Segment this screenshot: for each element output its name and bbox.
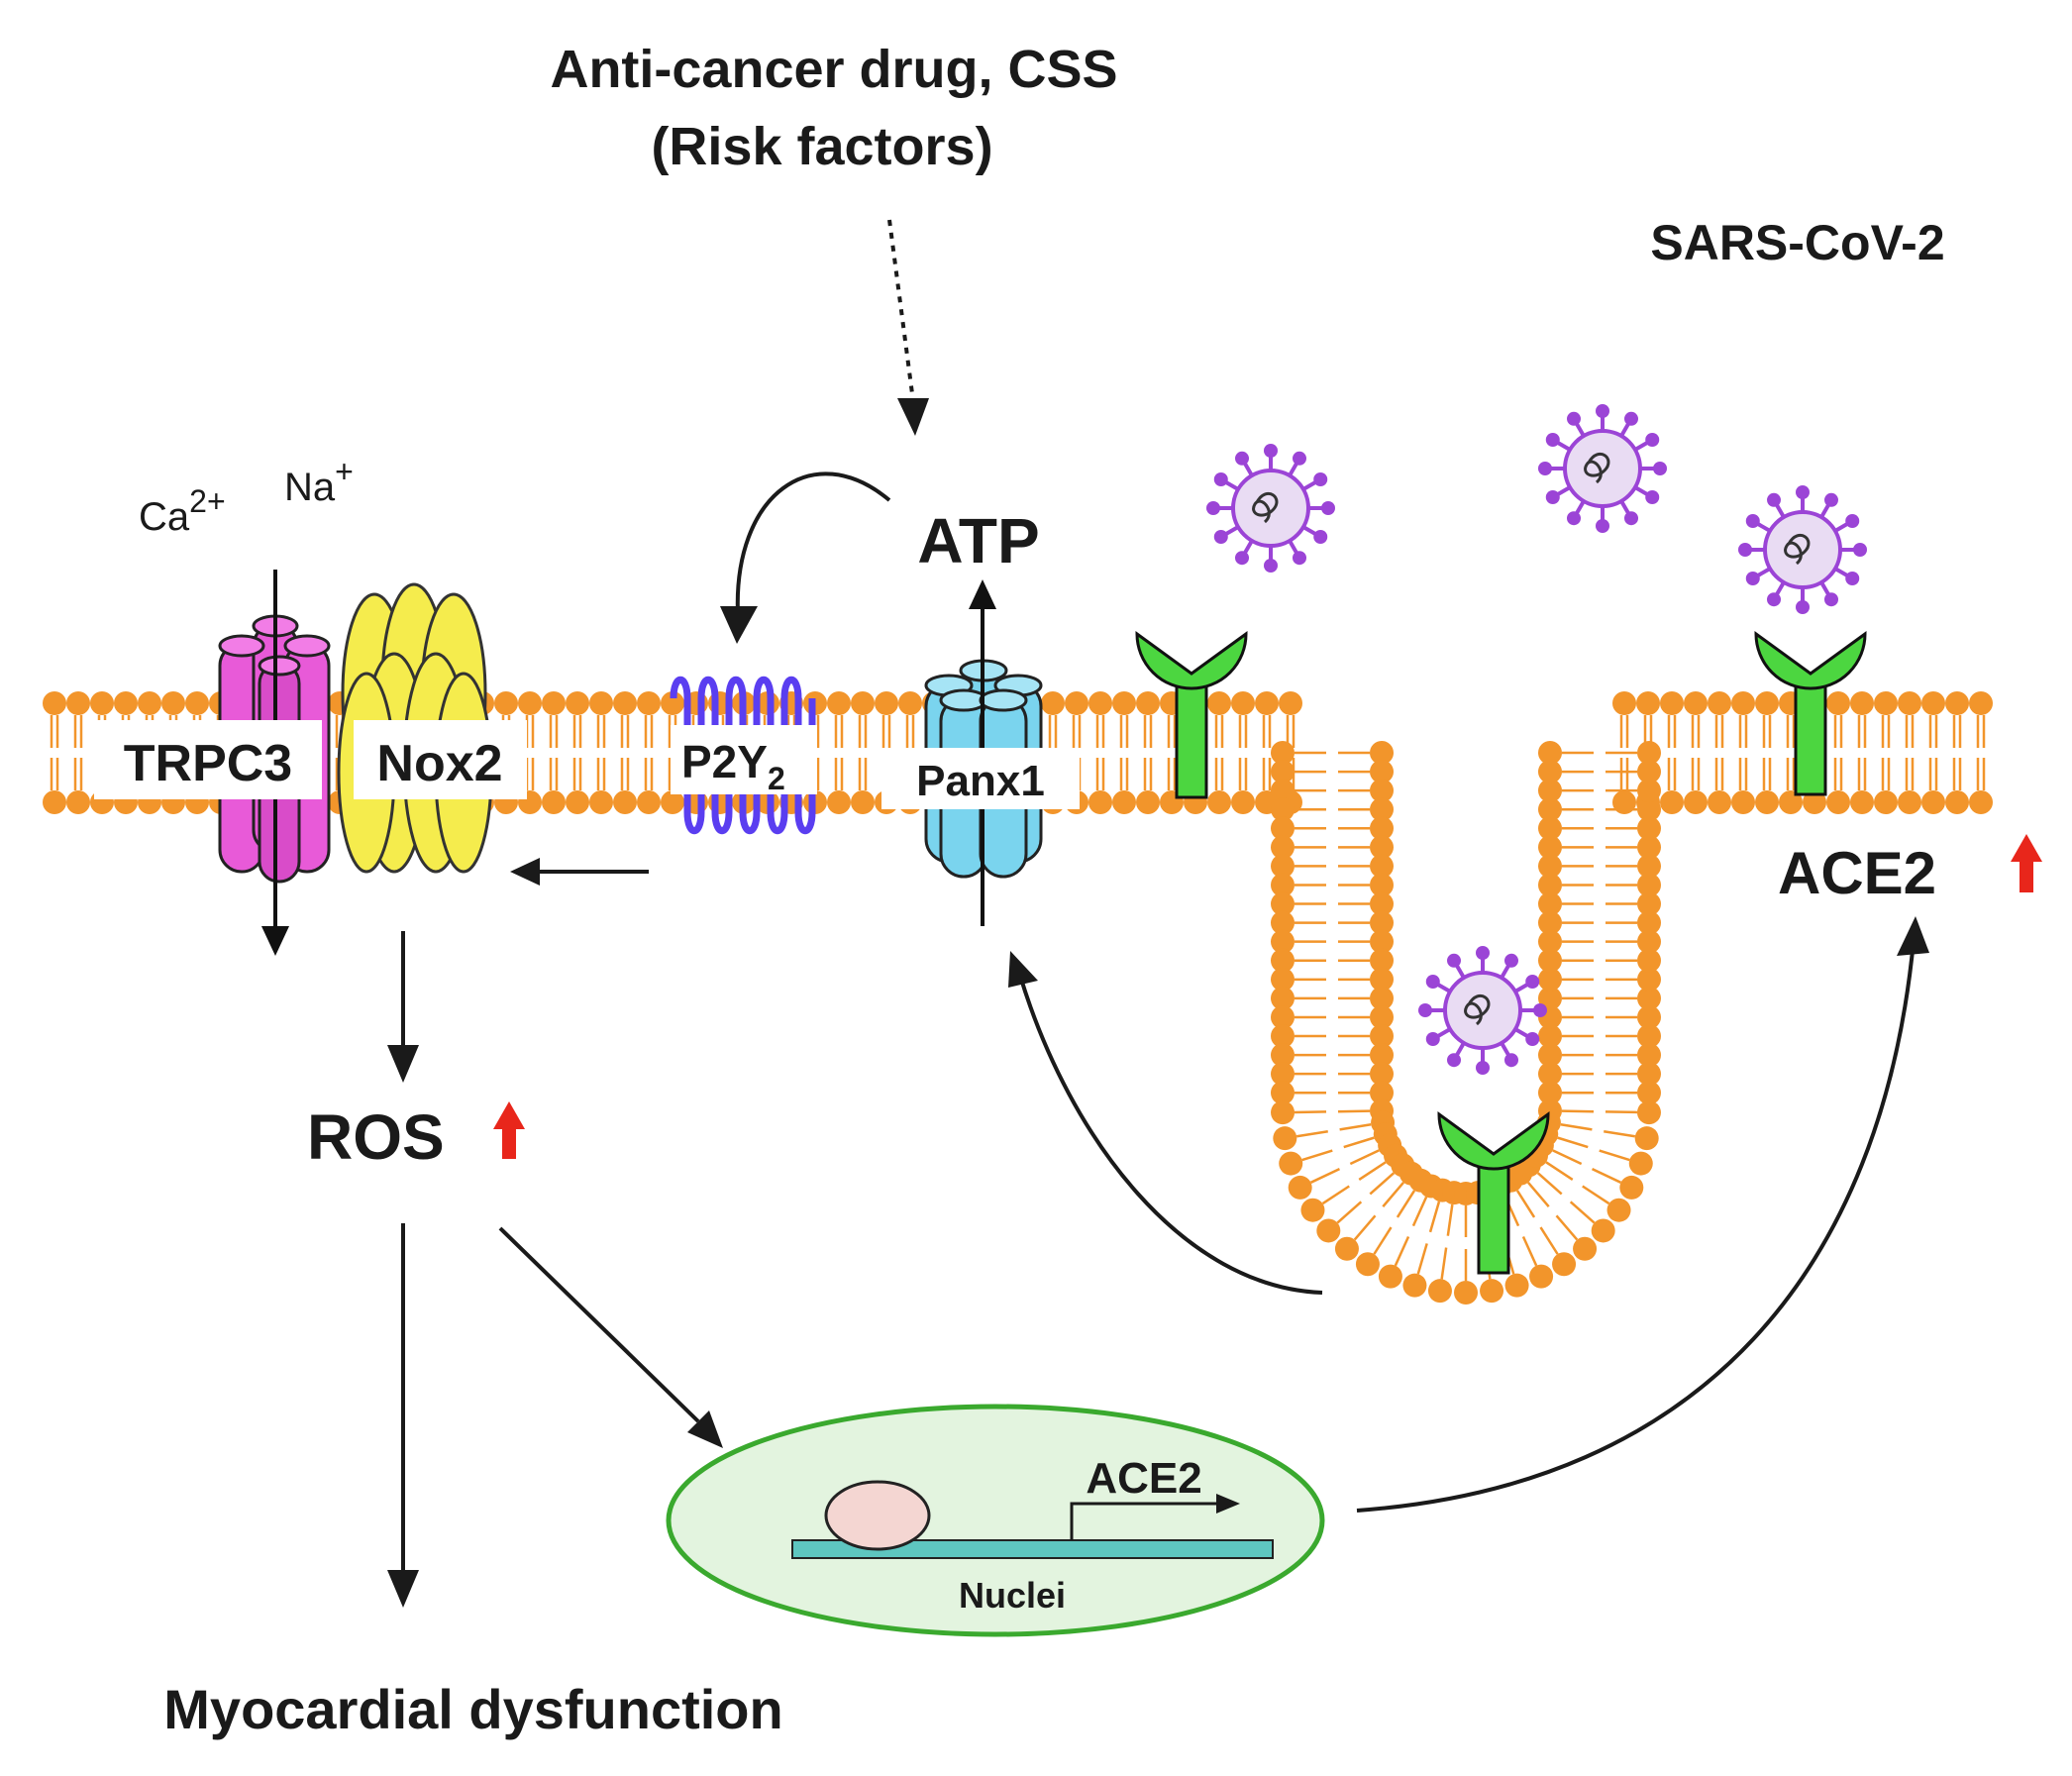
arrows bbox=[401, 219, 1916, 1575]
ros-up-arrow bbox=[493, 1101, 525, 1159]
nucleus bbox=[666, 1404, 1325, 1637]
trpc3-label: TRPC3 bbox=[124, 735, 292, 792]
virus-icon bbox=[1538, 404, 1667, 533]
nucleus-label: Nuclei bbox=[959, 1575, 1066, 1616]
ace2-receptor-right bbox=[1754, 631, 1867, 796]
p2y2-label: P2Y2 bbox=[681, 736, 785, 796]
outcome-label: Myocardial dysfunction bbox=[163, 1678, 782, 1740]
ion-ca: Ca bbox=[139, 495, 190, 539]
p2y2-receptor bbox=[670, 676, 816, 835]
p2y2-subscript: 2 bbox=[768, 761, 785, 796]
ion-ca-superscript: 2+ bbox=[189, 483, 225, 519]
nucleus-gene-label: ACE2 bbox=[1086, 1454, 1201, 1503]
arrowheads bbox=[387, 398, 1929, 1608]
nox2-label: Nox2 bbox=[376, 735, 502, 792]
virus-icon bbox=[1206, 444, 1335, 573]
ion-na-superscript: + bbox=[335, 454, 354, 489]
p2y2-name: P2Y bbox=[681, 736, 768, 787]
ace2-label: ACE2 bbox=[1778, 840, 1936, 906]
title-line2: (Risk factors) bbox=[651, 117, 992, 176]
ace2-receptor-pit bbox=[1437, 1111, 1550, 1275]
ion-na-label: Na+ bbox=[284, 454, 354, 509]
virus-icon bbox=[1418, 946, 1547, 1075]
virus-label: SARS-CoV-2 bbox=[1650, 215, 1944, 270]
transcription-factor bbox=[824, 1480, 931, 1551]
ace2-receptor-surface bbox=[1135, 631, 1248, 799]
ace2-up-arrow bbox=[2011, 834, 2042, 892]
title-line1: Anti-cancer drug, CSS bbox=[550, 40, 1117, 99]
virus-icon bbox=[1738, 485, 1867, 614]
ros-label: ROS bbox=[307, 1101, 445, 1173]
ion-na: Na bbox=[284, 466, 336, 509]
atp-label: ATP bbox=[917, 505, 1039, 576]
ion-ca-label: Ca2+ bbox=[139, 483, 226, 539]
panx1-label: Panx1 bbox=[916, 757, 1045, 805]
